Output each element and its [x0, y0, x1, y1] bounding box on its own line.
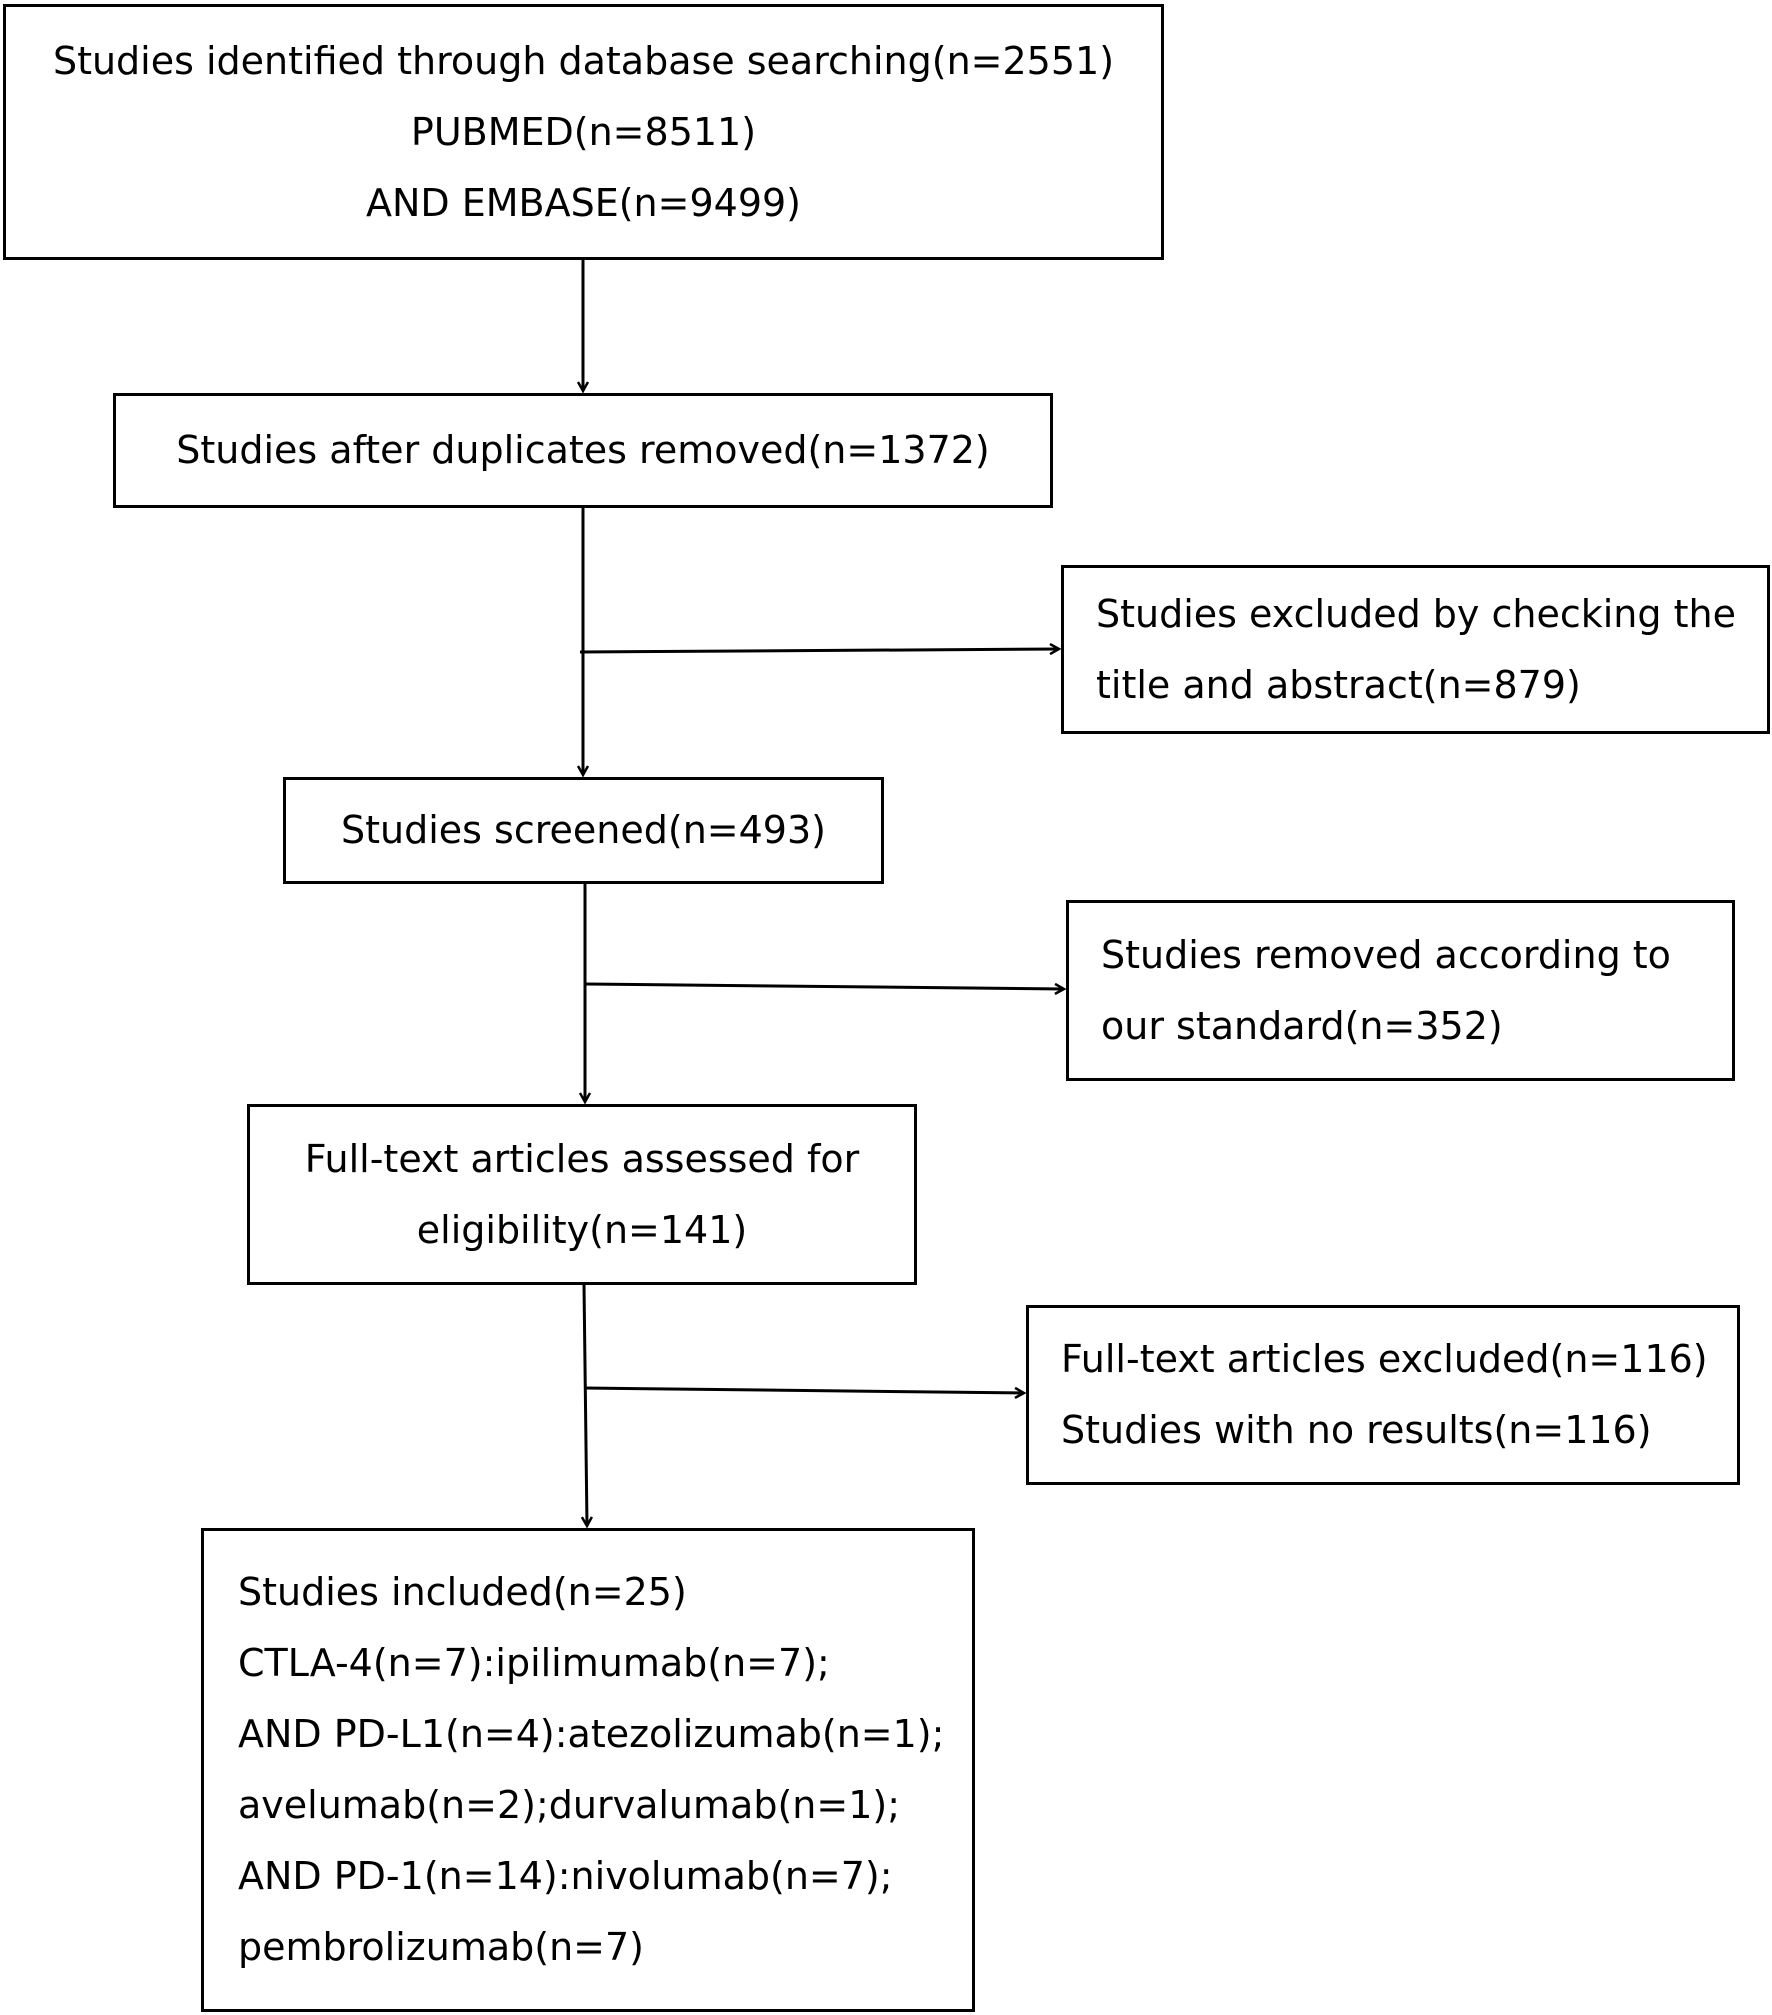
duplicates-removed-text: Studies after duplicates removed(n=1372)	[176, 428, 990, 472]
included-pd1-continued-line: pembrolizumab(n=7)	[238, 1925, 644, 1969]
embase-count-text: AND EMBASE(n=9499)	[365, 180, 802, 225]
studies-screened-text: Studies screened(n=493)	[341, 808, 826, 852]
included-pdl1-line: AND PD-L1(n=4):atezolizumab(n=1);	[238, 1712, 945, 1756]
pubmed-count-text: PUBMED(n=8511)	[410, 109, 757, 154]
fulltext-excluded-line-1: Full-text articles excluded(n=116)	[1061, 1337, 1708, 1381]
removed-by-standard-box: Studies removed according to our standar…	[1066, 900, 1735, 1081]
removed-by-standard-line-1: Studies removed according to	[1101, 932, 1671, 977]
duplicates-removed-box: Studies after duplicates removed(n=1372)	[113, 393, 1053, 508]
included-pd1-line: AND PD-1(n=14):nivolumab(n=7);	[238, 1854, 893, 1898]
studies-included-box: Studies included(n=25) CTLA-4(n=7):ipili…	[201, 1528, 975, 2012]
fulltext-excluded-box: Full-text articles excluded(n=116) Studi…	[1026, 1305, 1740, 1485]
arrow-to-fulltext-excluded	[584, 1386, 1024, 1393]
records-identified-text: Studies identified through database sear…	[52, 38, 1115, 83]
fulltext-assessed-line-2: eligibility(n=141)	[416, 1207, 748, 1252]
fulltext-assessed-line-1: Full-text articles assessed for	[304, 1136, 860, 1181]
excluded-title-abstract-line-2: title and abstract(n=879)	[1096, 662, 1581, 707]
excluded-title-abstract-box: Studies excluded by checking the title a…	[1061, 565, 1770, 734]
arrow-to-removed-standard	[584, 982, 1064, 989]
included-pdl1-continued-line: avelumab(n=2);durvalumab(n=1);	[238, 1783, 900, 1827]
removed-by-standard-line-2: our standard(n=352)	[1101, 1003, 1503, 1048]
fulltext-excluded-line-2: Studies with no results(n=116)	[1061, 1408, 1652, 1452]
studies-screened-box: Studies screened(n=493)	[283, 777, 884, 884]
fulltext-assessed-box: Full-text articles assessed for eligibil…	[247, 1104, 917, 1285]
records-identified-box: Studies identified through database sear…	[3, 4, 1164, 260]
arrow-to-excluded-title-abstract	[579, 649, 1059, 652]
excluded-title-abstract-line-1: Studies excluded by checking the	[1096, 591, 1736, 636]
included-ctla4-line: CTLA-4(n=7):ipilimumab(n=7);	[238, 1641, 830, 1685]
arrow-fulltext-to-included	[584, 1284, 587, 1526]
studies-included-title: Studies included(n=25)	[238, 1570, 687, 1614]
